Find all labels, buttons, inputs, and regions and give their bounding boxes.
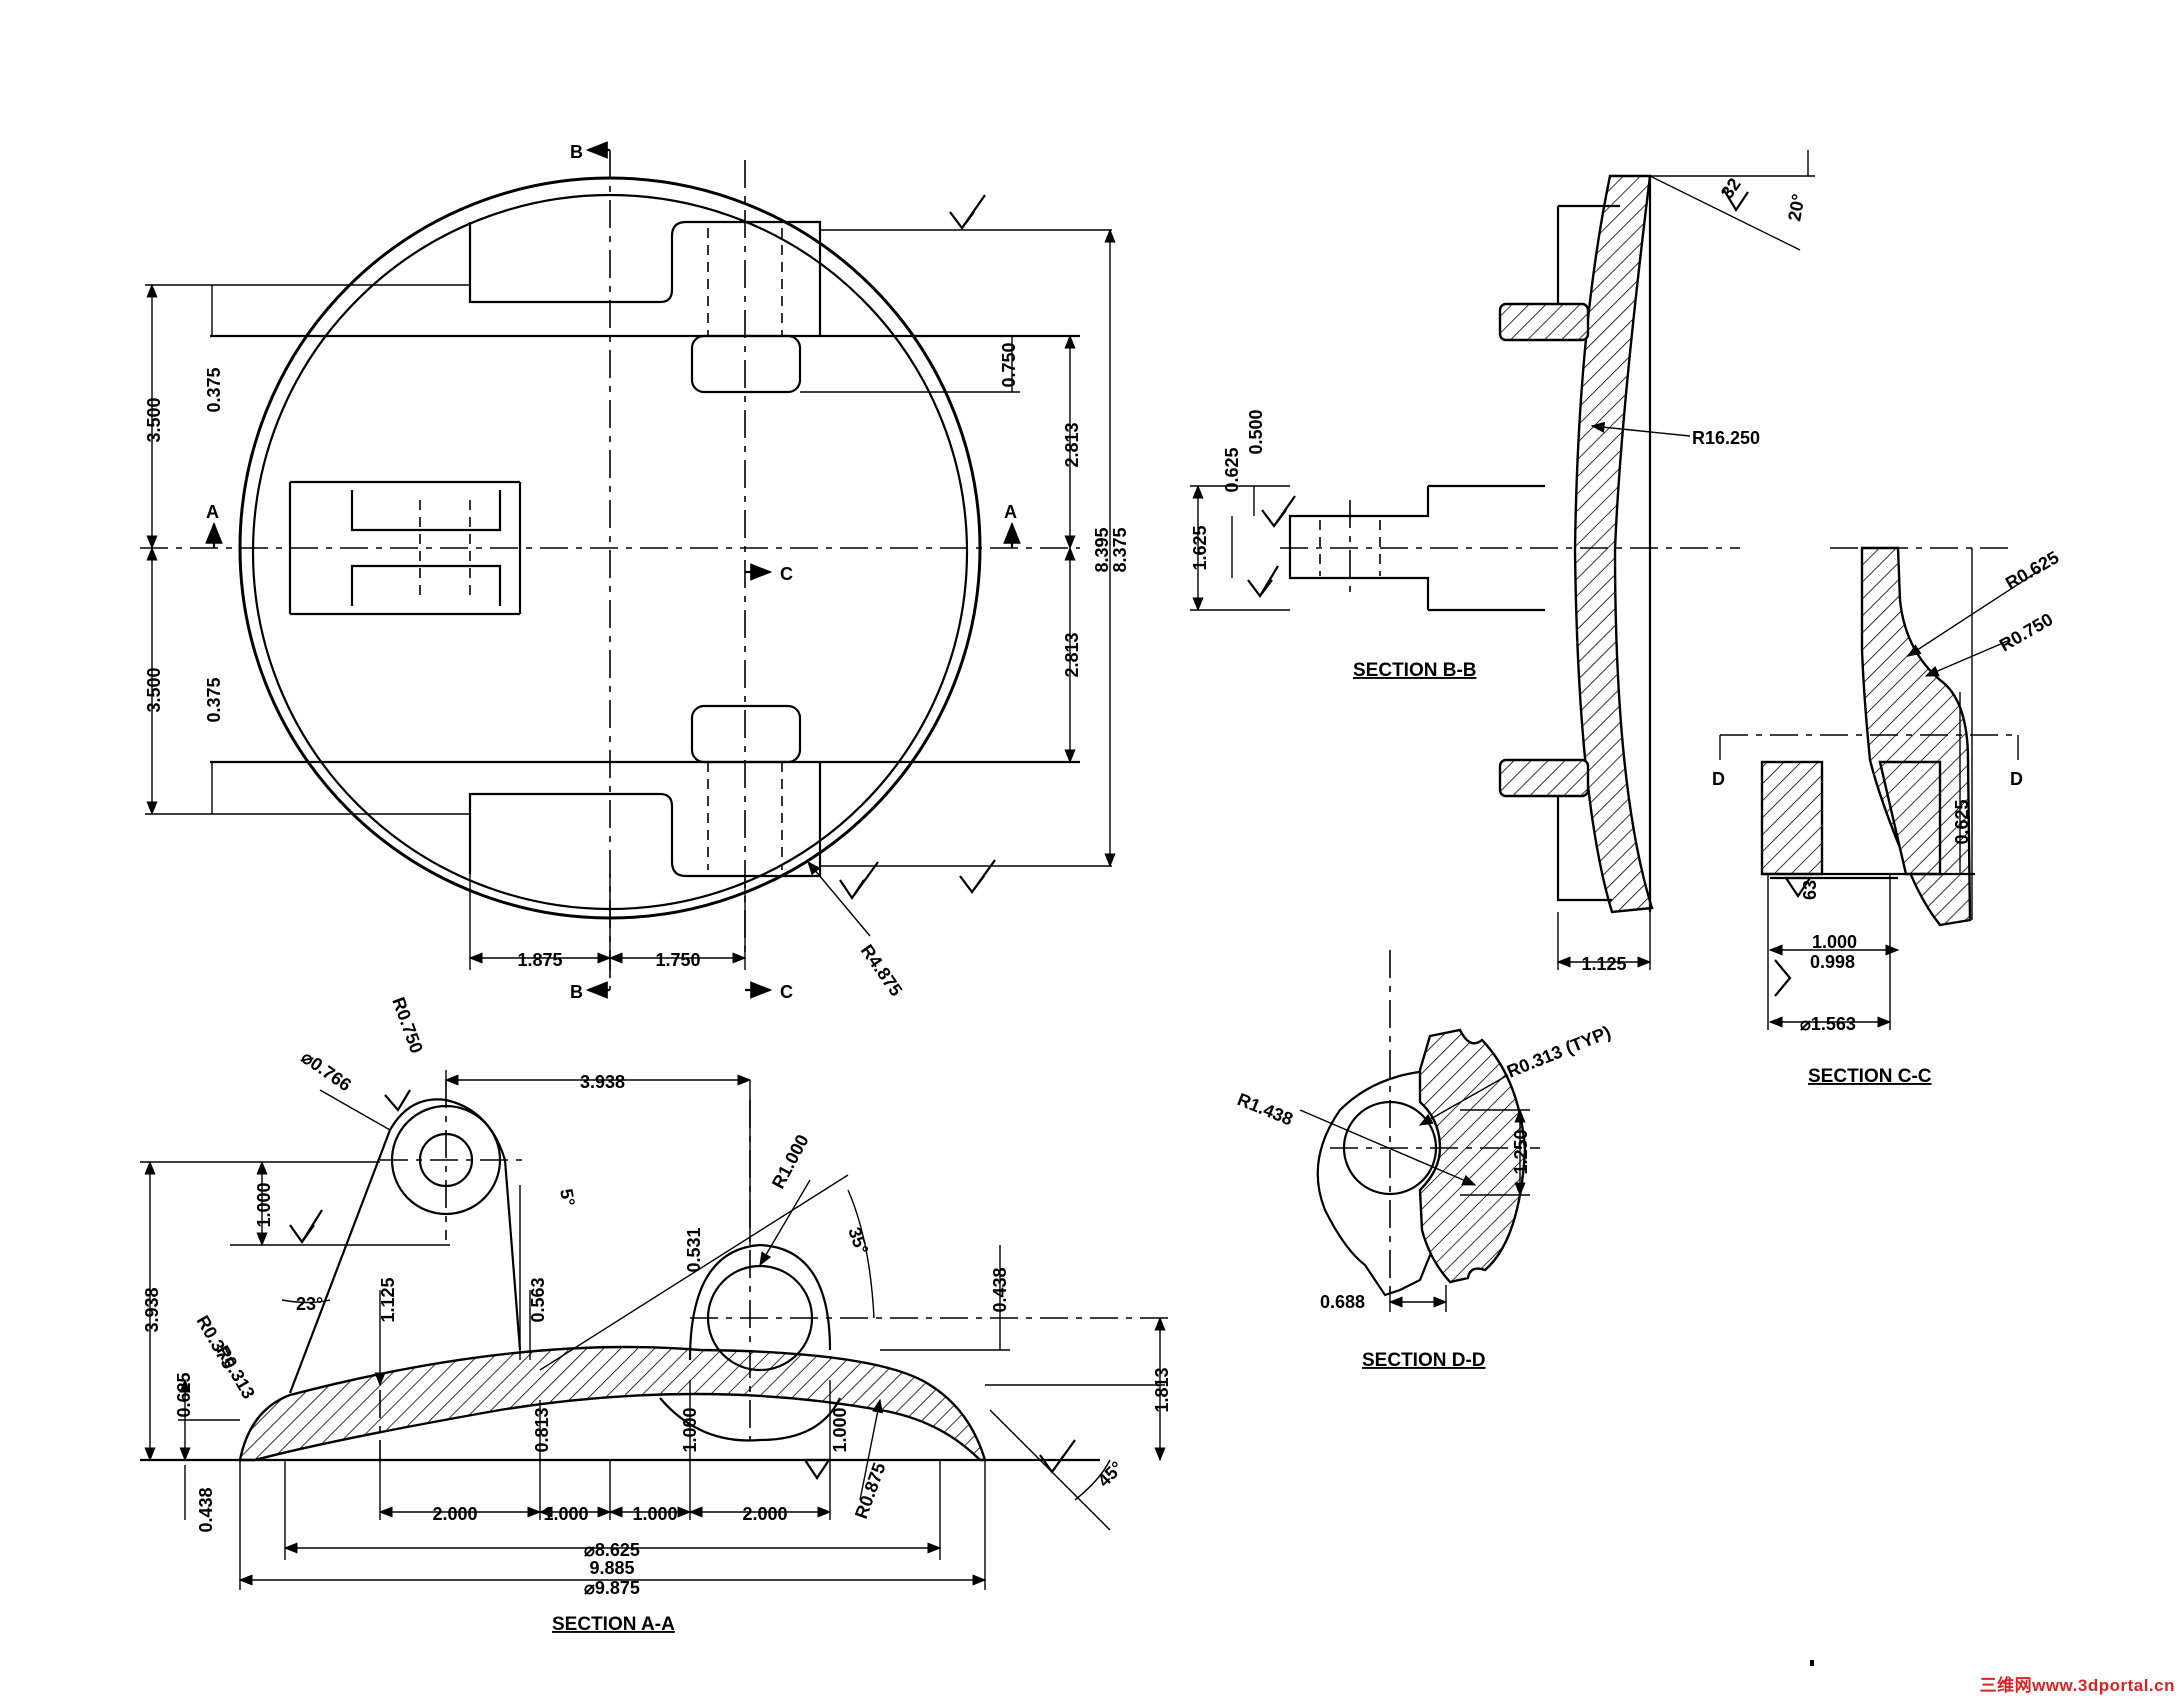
dim-2000-right: 2.000 (742, 1504, 787, 1524)
dim-1000-right: 1.000 (632, 1504, 677, 1524)
dim-r4875: R4.875 (857, 941, 907, 1000)
lower-lug-outline (468, 762, 822, 878)
cut-label-a-left: A (206, 502, 219, 522)
dim-1000-center-1: 1.000 (680, 1407, 700, 1452)
finish-symbol (839, 861, 879, 900)
watermark: 三维网www.3dportal.cn (1979, 1676, 2175, 1695)
dim-32: 32 (1717, 174, 1745, 202)
section-b-b-flange-top (1498, 302, 1590, 342)
dim-23deg: 23° (296, 1294, 323, 1314)
dim-1125: 1.125 (378, 1277, 398, 1322)
dim-8375: 8.375 (1110, 527, 1130, 572)
dim-1125: 1.125 (1581, 954, 1626, 974)
cut-label-c-top: C (780, 564, 793, 584)
section-a-a-arm (288, 1098, 522, 1394)
dim-r16250: R16.250 (1692, 428, 1760, 448)
upper-boss (690, 334, 802, 394)
dim-r0313: R0.313 (213, 1342, 259, 1402)
dim-3938-top: 3.938 (580, 1072, 625, 1092)
dim-1000-center-2: 1.000 (830, 1407, 850, 1452)
section-c-c-bore-wall-left (1760, 760, 1824, 876)
cut-label-d-left: D (1712, 769, 1725, 789)
dim-0500: 0.500 (1246, 409, 1266, 454)
dim-1563: ⌀1.563 (1800, 1014, 1856, 1034)
dim-1000-left: 1.000 (543, 1504, 588, 1524)
cut-label-c-bottom: C (780, 982, 793, 1002)
plan-view: 3.500 3.500 0.375 0.375 0.750 2.813 2.81… (140, 141, 1130, 1002)
dim-0438-right: 0.438 (990, 1267, 1010, 1312)
dim-r0625: R0.625 (2002, 547, 2062, 593)
finish-symbol (949, 194, 986, 230)
dim-r0313-typ: R0.313 (TYP) (1504, 1022, 1614, 1082)
dim-0688: 0.688 (1320, 1292, 1365, 1312)
dim-0998-c: 0.998 (1810, 952, 1855, 972)
upper-lug-outline (468, 220, 822, 336)
dim-r0750-top: R0.750 (388, 995, 427, 1056)
dim-0375-top: 0.375 (204, 367, 224, 412)
dim-r0875: R0.875 (851, 1460, 890, 1521)
left-handle (288, 480, 522, 616)
section-a-a-body (238, 1345, 987, 1462)
cut-label-b-top: B (570, 142, 583, 162)
dim-0625-c: 0.625 (1952, 799, 1972, 844)
dim-9885: 9.885 (589, 1558, 634, 1578)
dim-r0750: R0.750 (1996, 609, 2056, 655)
cut-label-b-bottom: B (570, 982, 583, 1002)
section-b-b-title: SECTION B-B (1353, 660, 1477, 681)
dim-2813-top: 2.813 (1062, 422, 1082, 467)
dim-1813: 1.813 (1152, 1367, 1172, 1412)
dim-45deg: 45° (1094, 1457, 1127, 1490)
dim-1250-d: 1.250 (1511, 1129, 1531, 1174)
dim-63: 63 (1800, 880, 1820, 900)
dim-0625-aa: 0.625 (174, 1372, 194, 1417)
dim-0563: 0.563 (528, 1277, 548, 1322)
section-d-d: R0.313 (TYP) R1.438 1.250 0.688 SECTION … (1235, 950, 1614, 1371)
dim-20deg: 20° (1784, 192, 1808, 222)
section-b-b-body (1573, 174, 1654, 914)
dim-3500-top: 3.500 (144, 397, 164, 442)
dim-3938-vert: 3.938 (142, 1287, 162, 1332)
dim-r1438: R1.438 (1235, 1089, 1296, 1129)
dim-1625: 1.625 (1190, 525, 1210, 570)
dim-1000-c: 1.000 (1812, 932, 1857, 952)
dim-0766: ⌀0.766 (298, 1047, 355, 1095)
section-b-b: 1.625 0.625 0.500 R16.250 1.125 32 20° S… (1190, 150, 1815, 974)
dim-5deg: 5° (556, 1187, 579, 1207)
lower-boss (690, 704, 802, 764)
section-b-b-flange-bottom (1498, 758, 1590, 798)
dim-0813: 0.813 (532, 1407, 552, 1452)
section-a-a-title: SECTION A-A (552, 1614, 675, 1635)
dim-1750: 1.750 (655, 950, 700, 970)
section-a-a: 3.938 ⌀0.766 R0.750 1.000 5° 3.938 0.531… (140, 995, 1172, 1635)
dim-1875: 1.875 (517, 950, 562, 970)
dim-9875: ⌀9.875 (584, 1578, 640, 1598)
dim-3500-bottom: 3.500 (144, 667, 164, 712)
section-d-d-body (1418, 1028, 1527, 1284)
dim-35deg: 35° (844, 1225, 872, 1257)
dim-1000-vert: 1.000 (254, 1182, 274, 1227)
section-d-d-title: SECTION D-D (1362, 1350, 1486, 1371)
dim-0438-left: 0.438 (196, 1487, 216, 1532)
dim-8395: 8.395 (1092, 527, 1112, 572)
dim-2813-bottom: 2.813 (1062, 632, 1082, 677)
dim-0531: 0.531 (684, 1227, 704, 1272)
section-c-c: D D R0.625 R0.750 0.625 63 1.000 0.998 ⌀… (1712, 546, 2062, 1087)
section-c-c-title: SECTION C-C (1808, 1066, 1932, 1087)
cut-label-a-right: A (1004, 502, 1017, 522)
finish-symbol (959, 859, 996, 894)
cut-label-d-right: D (2010, 769, 2023, 789)
dim-0375-bottom: 0.375 (204, 677, 224, 722)
dot-mark (1810, 1660, 1814, 1666)
dim-r1000: R1.000 (768, 1131, 813, 1192)
dim-8625: ⌀8.625 (584, 1540, 640, 1560)
dim-0750: 0.750 (999, 342, 1019, 387)
dim-2000-left: 2.000 (432, 1504, 477, 1524)
dim-0625: 0.625 (1222, 447, 1242, 492)
